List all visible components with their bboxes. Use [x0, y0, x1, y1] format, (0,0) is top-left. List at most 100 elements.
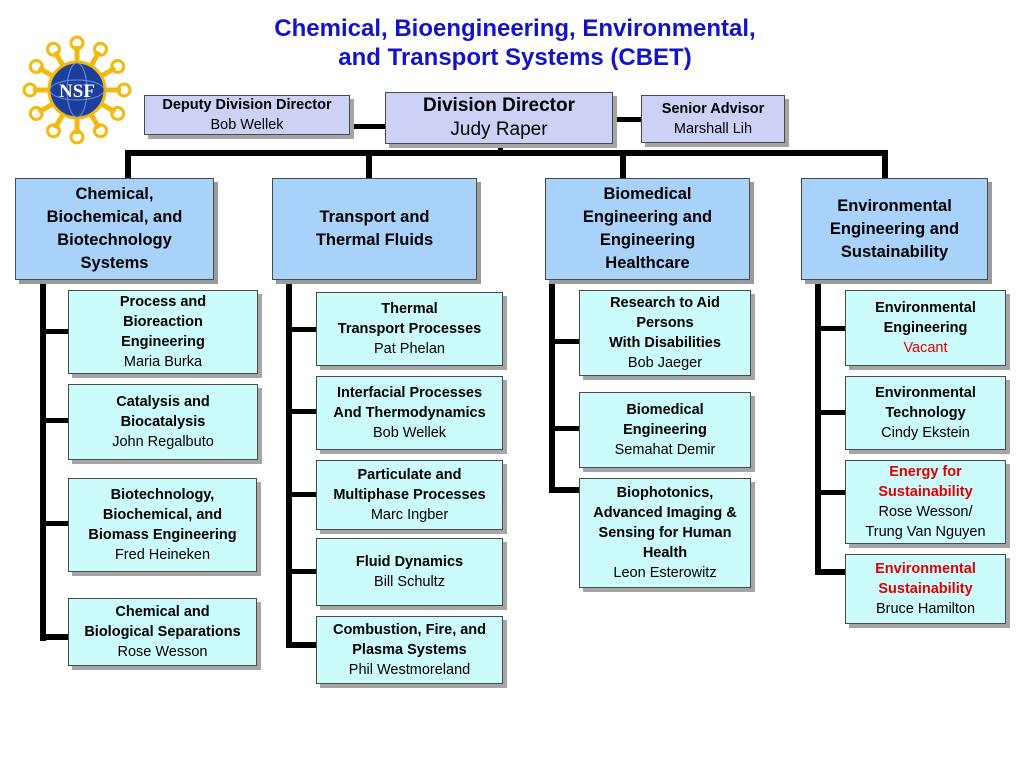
program-officer: Fred Heineken	[114, 547, 211, 563]
advisor-connector	[613, 117, 641, 122]
program-box: Chemical and Biological Separations Rose…	[68, 598, 257, 666]
program-title: Sensing for Human	[598, 525, 732, 541]
program-title: Biological Separations	[84, 624, 241, 640]
program-title: Combustion, Fire, and	[332, 622, 487, 638]
program-box: Combustion, Fire, and Plasma Systems Phi…	[316, 616, 503, 684]
program-title: Transport Processes	[337, 321, 482, 337]
program-title: Biochemical, and	[102, 507, 223, 523]
program-title: Biocatalysis	[120, 414, 206, 430]
program-title: Research to Aid	[610, 295, 720, 311]
column-4-spine	[815, 280, 821, 575]
program-box: Biophotonics, Advanced Imaging & Sensing…	[579, 478, 751, 588]
logo-text: NSF	[59, 81, 95, 102]
logo-ray-ring	[28, 106, 44, 121]
branch	[40, 521, 70, 526]
program-officer: Semahat Demir	[614, 442, 716, 458]
branch	[549, 339, 581, 344]
logo-ray-ring	[110, 106, 126, 121]
program-title: Sustainability	[878, 484, 973, 500]
division-box-transport: Transport and Thermal Fluids	[272, 178, 477, 280]
program-title: Thermal	[381, 301, 438, 317]
branch	[815, 410, 847, 415]
division-drop-3	[620, 150, 626, 180]
program-officer: Bob Jaeger	[627, 355, 703, 371]
advisor-title: Senior Advisor	[661, 101, 765, 117]
program-box: Environmental Technology Cindy Ekstein	[845, 376, 1006, 450]
program-title: Health	[642, 545, 688, 561]
director-title: Division Director	[422, 95, 576, 116]
program-title: Fluid Dynamics	[355, 554, 464, 570]
division-label-line: Chemical,	[75, 185, 154, 203]
program-officer: Cindy Ekstein	[881, 425, 970, 441]
logo-ray-ring	[93, 123, 108, 139]
program-officer: Rose Wesson/	[878, 504, 973, 520]
division-label-line: Transport and	[319, 208, 430, 226]
program-box: Interfacial Processes And Thermodynamics…	[316, 376, 503, 450]
division-box-chemical: Chemical, Biochemical, and Biotechnology…	[15, 178, 214, 280]
division-label-line: Engineering and	[582, 208, 713, 226]
logo-ray-ring	[69, 35, 85, 51]
program-officer: John Regalbuto	[112, 434, 214, 450]
senior-advisor-box: Senior Advisor Marshall Lih	[641, 95, 785, 143]
branch	[286, 409, 317, 414]
program-title: Plasma Systems	[352, 642, 467, 658]
branch	[40, 329, 70, 334]
division-box-biomedical: Biomedical Engineering and Engineering H…	[545, 178, 750, 280]
program-officer: Bill Schultz	[374, 574, 445, 590]
program-title: Particulate and	[357, 467, 462, 483]
division-label-line: Thermal Fluids	[315, 231, 434, 249]
program-title: Advanced Imaging &	[593, 505, 737, 521]
program-box: Biomedical Engineering Semahat Demir	[579, 392, 751, 468]
program-title: Environmental	[875, 561, 976, 577]
column-3-spine	[549, 280, 555, 493]
program-officer: Marc Ingber	[370, 507, 449, 523]
logo-ray-ring	[69, 129, 85, 145]
program-officer: Phil Westmoreland	[348, 662, 471, 678]
branch	[549, 487, 581, 493]
program-officer: Bob Wellek	[372, 425, 447, 441]
program-title: Sustainability	[878, 581, 973, 597]
program-title: Process and	[119, 294, 207, 310]
logo-ray-ring	[28, 59, 44, 74]
branch	[286, 492, 317, 497]
title-line-2: and Transport Systems (CBET)	[338, 44, 692, 71]
program-title: Environmental	[875, 300, 976, 316]
branch	[286, 327, 317, 332]
program-box: Particulate and Multiphase Processes Mar…	[316, 460, 503, 530]
program-title: Environmental	[875, 385, 976, 401]
logo-ray-ring	[116, 82, 132, 98]
program-title: Biomedical	[626, 402, 704, 418]
program-box: Process and Bioreaction Engineering Mari…	[68, 290, 258, 374]
program-title: Engineering	[623, 422, 707, 438]
title-line-1: Chemical, Bioengineering, Environmental,	[274, 15, 756, 42]
program-box: Environmental Engineering Vacant	[845, 290, 1006, 366]
division-label-line: Systems	[80, 254, 149, 272]
deputy-title: Deputy Division Director	[162, 97, 332, 113]
advisor-name: Marshall Lih	[673, 121, 753, 137]
program-title: Engineering	[121, 334, 205, 350]
division-label-line: Biotechnology	[57, 231, 172, 249]
chart-title: Chemical, Bioengineering, Environmental,…	[180, 14, 850, 72]
division-label-line: Healthcare	[605, 254, 690, 272]
program-box: Environmental Sustainability Bruce Hamil…	[845, 554, 1006, 624]
column-2-spine	[286, 280, 292, 648]
nsf-logo: NSF	[22, 35, 132, 145]
program-title: Biotechnology,	[110, 487, 215, 503]
program-title: Energy for	[889, 464, 962, 480]
program-title: Engineering	[883, 320, 968, 336]
program-title: Persons	[636, 315, 694, 331]
director-stem	[498, 144, 503, 154]
logo-rays	[22, 35, 132, 145]
division-label-line: Biomedical	[603, 185, 692, 203]
branch	[40, 418, 70, 423]
program-title: Bioreaction	[123, 314, 203, 330]
program-title: With Disabilities	[609, 335, 721, 351]
logo-ray-ring	[93, 41, 108, 57]
logo-ray-ring	[110, 59, 126, 74]
division-label-line: Sustainability	[840, 242, 949, 261]
program-box: Catalysis and Biocatalysis John Regalbut…	[68, 384, 258, 460]
program-box: Biotechnology, Biochemical, and Biomass …	[68, 478, 257, 572]
deputy-connector	[350, 124, 386, 129]
division-label-line: Biochemical, and	[46, 208, 183, 226]
program-box: Thermal Transport Processes Pat Phelan	[316, 292, 503, 366]
